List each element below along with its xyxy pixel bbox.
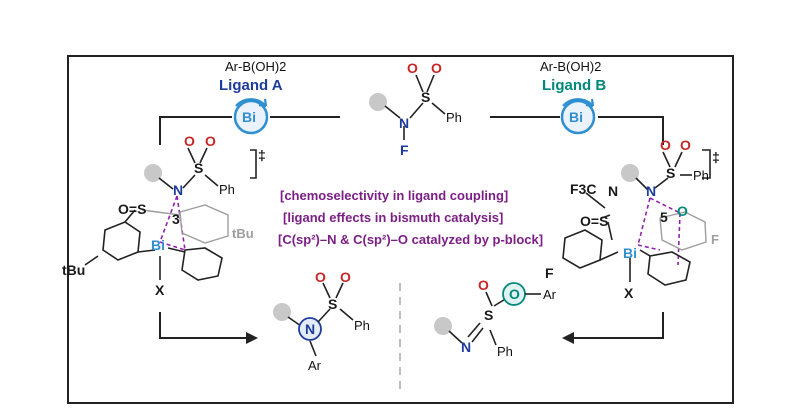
product-left-o1: O <box>315 269 326 285</box>
ts-right-n1: N <box>608 183 618 199</box>
substrate-structure <box>369 74 446 140</box>
product-left-n: N <box>305 321 315 337</box>
ts-right-o: O <box>677 203 688 219</box>
product-left-ph: Ph <box>354 318 370 333</box>
product-left-n-highlight <box>298 317 322 341</box>
ts-right-s2: S <box>666 165 675 181</box>
substrate-ph: Ph <box>446 110 462 125</box>
product-left-o2: O <box>340 269 351 285</box>
ligand-b-label: Ligand B <box>542 77 606 94</box>
product-right-n: N <box>461 339 471 355</box>
ts-right-ph: Ph <box>693 168 709 183</box>
left-bi-catalyst-icon <box>233 98 269 135</box>
ligand-a-label: Ligand A <box>219 77 283 94</box>
ts-left-tbu2: tBu <box>232 226 254 241</box>
product-right-o: O <box>509 286 520 302</box>
ts-left-o: O <box>184 133 195 149</box>
ts-right-f3c: F3C <box>570 181 596 197</box>
ts-left-group-circle <box>144 164 162 182</box>
ts-left-s: S <box>194 160 203 176</box>
left-cycle-path <box>159 116 232 145</box>
ts-right-bi: Bi <box>623 245 637 261</box>
ts-left-bi: Bi <box>151 237 165 253</box>
right-product-arrow <box>562 312 664 344</box>
substrate-s: S <box>421 89 430 105</box>
ts-left-o2: O <box>205 133 216 149</box>
ts-right-o-top: O <box>660 137 671 153</box>
substrate-group-circle <box>369 93 387 111</box>
product-right-structure <box>434 282 541 346</box>
ts-right-o-top2: O <box>680 137 691 153</box>
ts-right-sulfonyl: O=S <box>580 213 608 229</box>
ts-left-n: N <box>173 182 183 198</box>
right-bi-catalyst-icon <box>560 98 596 135</box>
product-left-group-circle <box>273 303 291 321</box>
right-boronic-acid: Ar-B(OH)2 <box>540 59 601 74</box>
ts-right-f2: F <box>711 232 719 247</box>
substrate-f: F <box>400 142 409 158</box>
product-left-s: S <box>328 296 337 312</box>
ts-right-ring-size: 5 <box>660 209 668 225</box>
product-right-s: S <box>484 307 493 323</box>
right-cycle-path <box>598 116 664 145</box>
substrate-n: N <box>399 115 409 131</box>
product-left-ar: Ar <box>308 358 322 373</box>
ts-right-x: X <box>624 285 634 301</box>
ts-right-dagger: ‡ <box>712 149 720 165</box>
left-boronic-acid: Ar-B(OH)2 <box>225 59 286 74</box>
frame <box>67 55 734 404</box>
caption-ligand-effects: [ligand effects in bismuth catalysis] <box>283 210 503 225</box>
ts-right-group-circle <box>621 164 639 182</box>
product-right-o-top: O <box>478 277 489 293</box>
ts-left-x: X <box>155 282 165 298</box>
ts-left-ring-size: 3 <box>172 211 180 227</box>
substrate-o1: O <box>407 60 418 76</box>
ts-right-f1: F <box>545 265 554 281</box>
caption-csp2: [C(sp²)–N & C(sp²)–O catalyzed by p-bloc… <box>278 232 543 247</box>
substrate-o2: O <box>431 60 442 76</box>
ts-left-structure <box>84 147 257 281</box>
ts-left-tbu1: tBu <box>62 262 85 278</box>
caption-chemoselectivity: [chemoselectivity in ligand coupling] <box>280 188 508 203</box>
right-bi-label: Bi <box>569 109 583 125</box>
product-left-structure <box>273 282 354 357</box>
product-right-ar: Ar <box>543 287 557 302</box>
product-right-group-circle <box>434 317 452 335</box>
ts-left-ph: Ph <box>219 182 235 197</box>
product-right-ph: Ph <box>497 344 513 359</box>
left-product-arrow <box>159 312 258 344</box>
ts-left-dagger: ‡ <box>258 147 266 163</box>
ts-right-n2: N <box>646 183 656 199</box>
ts-right-structure <box>562 149 711 286</box>
left-bi-label: Bi <box>242 109 256 125</box>
ts-left-sulfonyl: O=S <box>118 201 146 217</box>
